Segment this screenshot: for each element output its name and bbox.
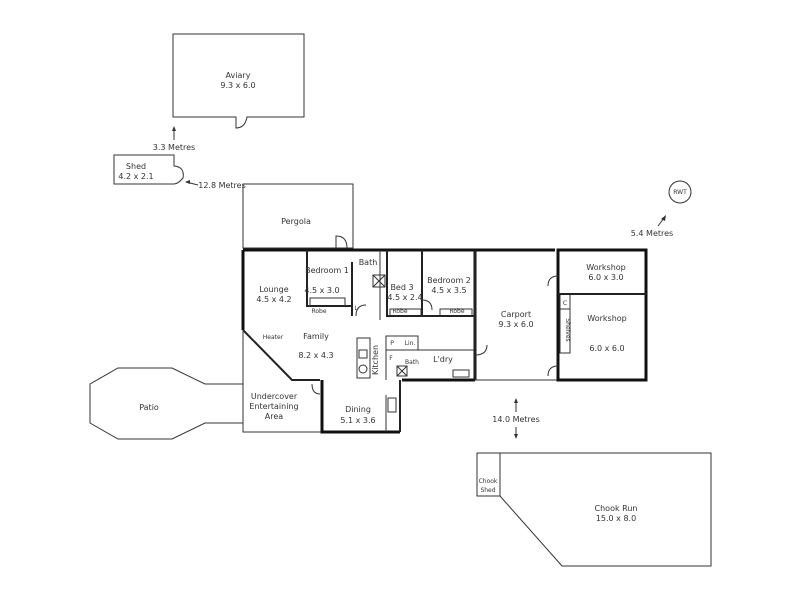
svg-text:Bedroom 1: Bedroom 1	[305, 266, 349, 275]
svg-text:Robe: Robe	[392, 308, 407, 315]
svg-text:P: P	[390, 340, 394, 347]
svg-text:9.3 x 6.0: 9.3 x 6.0	[220, 81, 255, 90]
svg-text:RWT: RWT	[673, 189, 687, 196]
svg-text:Bath: Bath	[405, 359, 419, 366]
svg-text:L'dry: L'dry	[433, 355, 453, 364]
svg-text:Pergola: Pergola	[281, 217, 311, 226]
svg-text:6.0 x 3.0: 6.0 x 3.0	[588, 273, 623, 282]
svg-text:Bedroom 2: Bedroom 2	[427, 276, 471, 285]
svg-text:Carport: Carport	[501, 310, 531, 319]
rwt-tank: RWT	[668, 180, 692, 204]
svg-text:Undercover: Undercover	[251, 392, 298, 401]
pergola: Pergola	[242, 183, 354, 249]
svg-text:Shed: Shed	[480, 487, 495, 494]
svg-text:Chook: Chook	[479, 478, 498, 485]
svg-text:4.5 x 3.5: 4.5 x 3.5	[431, 286, 466, 295]
svg-text:4.5 x 4.2: 4.5 x 4.2	[256, 295, 291, 304]
svg-text:Chook Run: Chook Run	[595, 504, 638, 513]
svg-text:4.2 x 2.1: 4.2 x 2.1	[118, 172, 153, 181]
svg-text:L: L	[354, 305, 358, 312]
svg-text:Area: Area	[265, 412, 284, 421]
svg-text:14.0 Metres: 14.0 Metres	[492, 415, 540, 424]
svg-text:Entertaining: Entertaining	[249, 402, 298, 411]
house	[241, 248, 648, 434]
svg-text:Lounge: Lounge	[259, 285, 288, 294]
svg-text:Aviary: Aviary	[226, 71, 251, 80]
svg-text:6.0 x 6.0: 6.0 x 6.0	[589, 344, 624, 353]
chook-run: Chook Shed Chook Run 15.0 x 8.0	[476, 452, 712, 567]
svg-text:4.5 x 2.4: 4.5 x 2.4	[387, 293, 422, 302]
svg-text:Shelves: Shelves	[564, 318, 571, 341]
svg-text:F: F	[389, 355, 393, 362]
svg-text:Family: Family	[303, 332, 329, 341]
svg-text:Bath: Bath	[359, 258, 378, 267]
svg-text:15.0 x 8.0: 15.0 x 8.0	[596, 514, 636, 523]
svg-text:Heater: Heater	[263, 334, 284, 341]
svg-text:Dining: Dining	[345, 405, 371, 414]
svg-text:5.4 Metres: 5.4 Metres	[631, 229, 673, 238]
svg-text:Workshop: Workshop	[587, 314, 626, 323]
svg-text:Robe: Robe	[311, 308, 326, 315]
svg-text:Workshop: Workshop	[586, 263, 625, 272]
svg-text:Shed: Shed	[126, 162, 146, 171]
svg-text:Patio: Patio	[139, 403, 159, 412]
svg-text:Lin.: Lin.	[405, 340, 416, 347]
svg-text:3.3 Metres: 3.3 Metres	[153, 143, 195, 152]
svg-text:8.2 x 4.3: 8.2 x 4.3	[298, 351, 333, 360]
shed: Shed 4.2 x 2.1	[113, 154, 184, 185]
aviary: Aviary 9.3 x 6.0	[172, 33, 305, 129]
svg-text:Robe: Robe	[449, 308, 464, 315]
svg-text:Kitchen: Kitchen	[371, 345, 380, 375]
svg-text:C: C	[563, 300, 567, 307]
svg-text:5.1 x 3.6: 5.1 x 3.6	[340, 416, 375, 425]
svg-text:9.3 x 6.0: 9.3 x 6.0	[498, 320, 533, 329]
svg-text:4.5 x 3.0: 4.5 x 3.0	[304, 286, 339, 295]
svg-text:12.8 Metres: 12.8 Metres	[198, 181, 246, 190]
svg-text:Bed 3: Bed 3	[390, 283, 413, 292]
patio: Patio	[89, 367, 243, 440]
